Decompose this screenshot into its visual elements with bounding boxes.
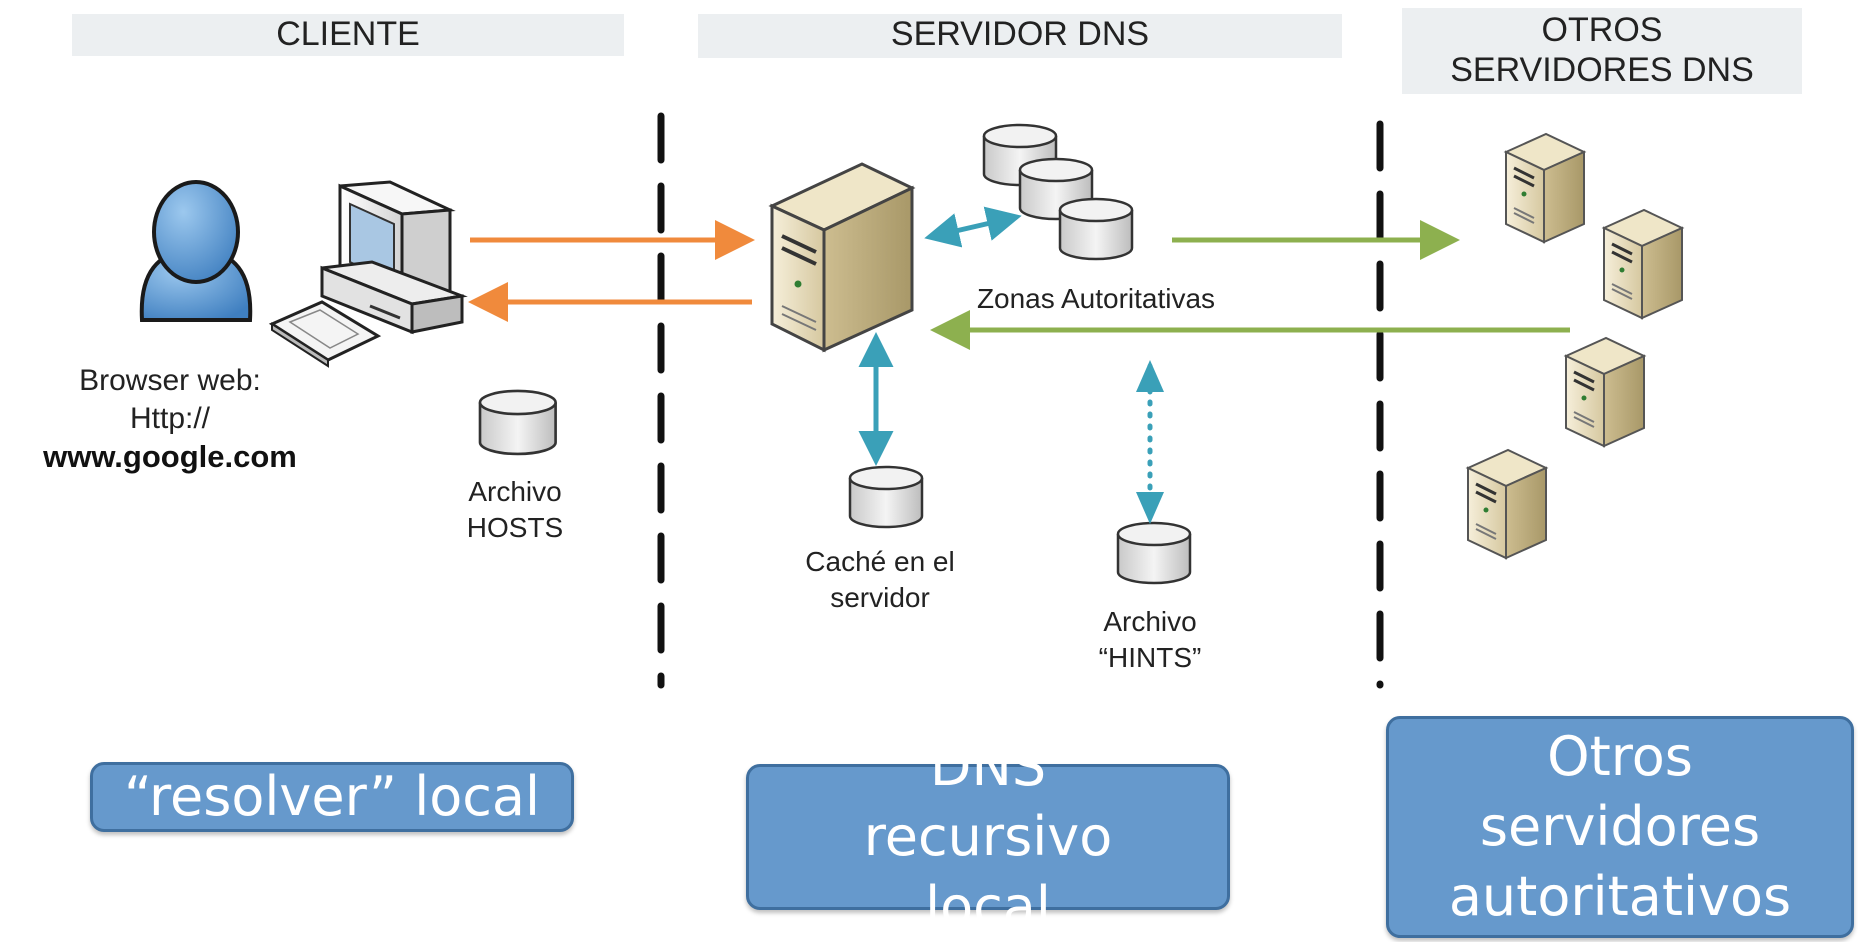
other-server-icon-4 (1466, 448, 1548, 560)
cache-database-icon (848, 465, 924, 529)
user-icon (139, 180, 253, 322)
hosts-label-line2: HOSTS (466, 512, 564, 543)
otros-autoritativos-box: Otros servidores autoritativos (1386, 716, 1854, 938)
resolver-local-label: “resolver” local (123, 765, 541, 828)
hints-label-line2: “HINTS” (1098, 642, 1202, 673)
other-server-icon-3 (1564, 336, 1646, 448)
browser-label-line2: Http:// (129, 402, 211, 435)
hints-label: Archivo “HINTS” (1080, 604, 1220, 676)
other-server-icon-2 (1602, 208, 1684, 320)
dns-recursivo-box: DNS recursivo local (746, 735, 1230, 938)
cache-label-line1: Caché en el (805, 546, 955, 577)
hints-arrowhead-down (1136, 492, 1164, 524)
header-cliente: CLIENTE (72, 14, 624, 56)
other-server-icon-1 (1504, 132, 1586, 244)
dns-recursivo-label: DNS recursivo local (863, 735, 1113, 938)
header-otros-servidores: OTROS SERVIDORES DNS (1402, 8, 1802, 94)
browser-label: Browser web: Http:// www.google.com (20, 362, 320, 476)
authoritative-zones-database-icon (982, 123, 1134, 261)
browser-label-line1: Browser web: (79, 364, 261, 397)
hosts-database-icon (478, 389, 557, 456)
cache-label-line2: servidor (830, 582, 930, 613)
hints-label-line1: Archivo (1103, 606, 1197, 637)
hints-arrowhead-up (1136, 360, 1164, 392)
dns-server-icon (768, 162, 916, 353)
desktop-computer-icon (268, 180, 468, 368)
hints-database-icon (1116, 521, 1192, 585)
hosts-label-line1: Archivo (468, 476, 562, 507)
zonas-autoritativas-label: Zonas Autoritativas (976, 283, 1216, 314)
otros-autoritativos-label: Otros servidores autoritativos (1448, 725, 1792, 928)
hosts-label: Archivo HOSTS (440, 474, 590, 546)
cache-label: Caché en el servidor (780, 544, 980, 616)
resolver-local-box: “resolver” local (90, 762, 574, 832)
zones-bidirectional-arrow (924, 206, 1022, 248)
header-servidor-dns: SERVIDOR DNS (698, 14, 1342, 58)
browser-url: www.google.com (43, 439, 297, 474)
